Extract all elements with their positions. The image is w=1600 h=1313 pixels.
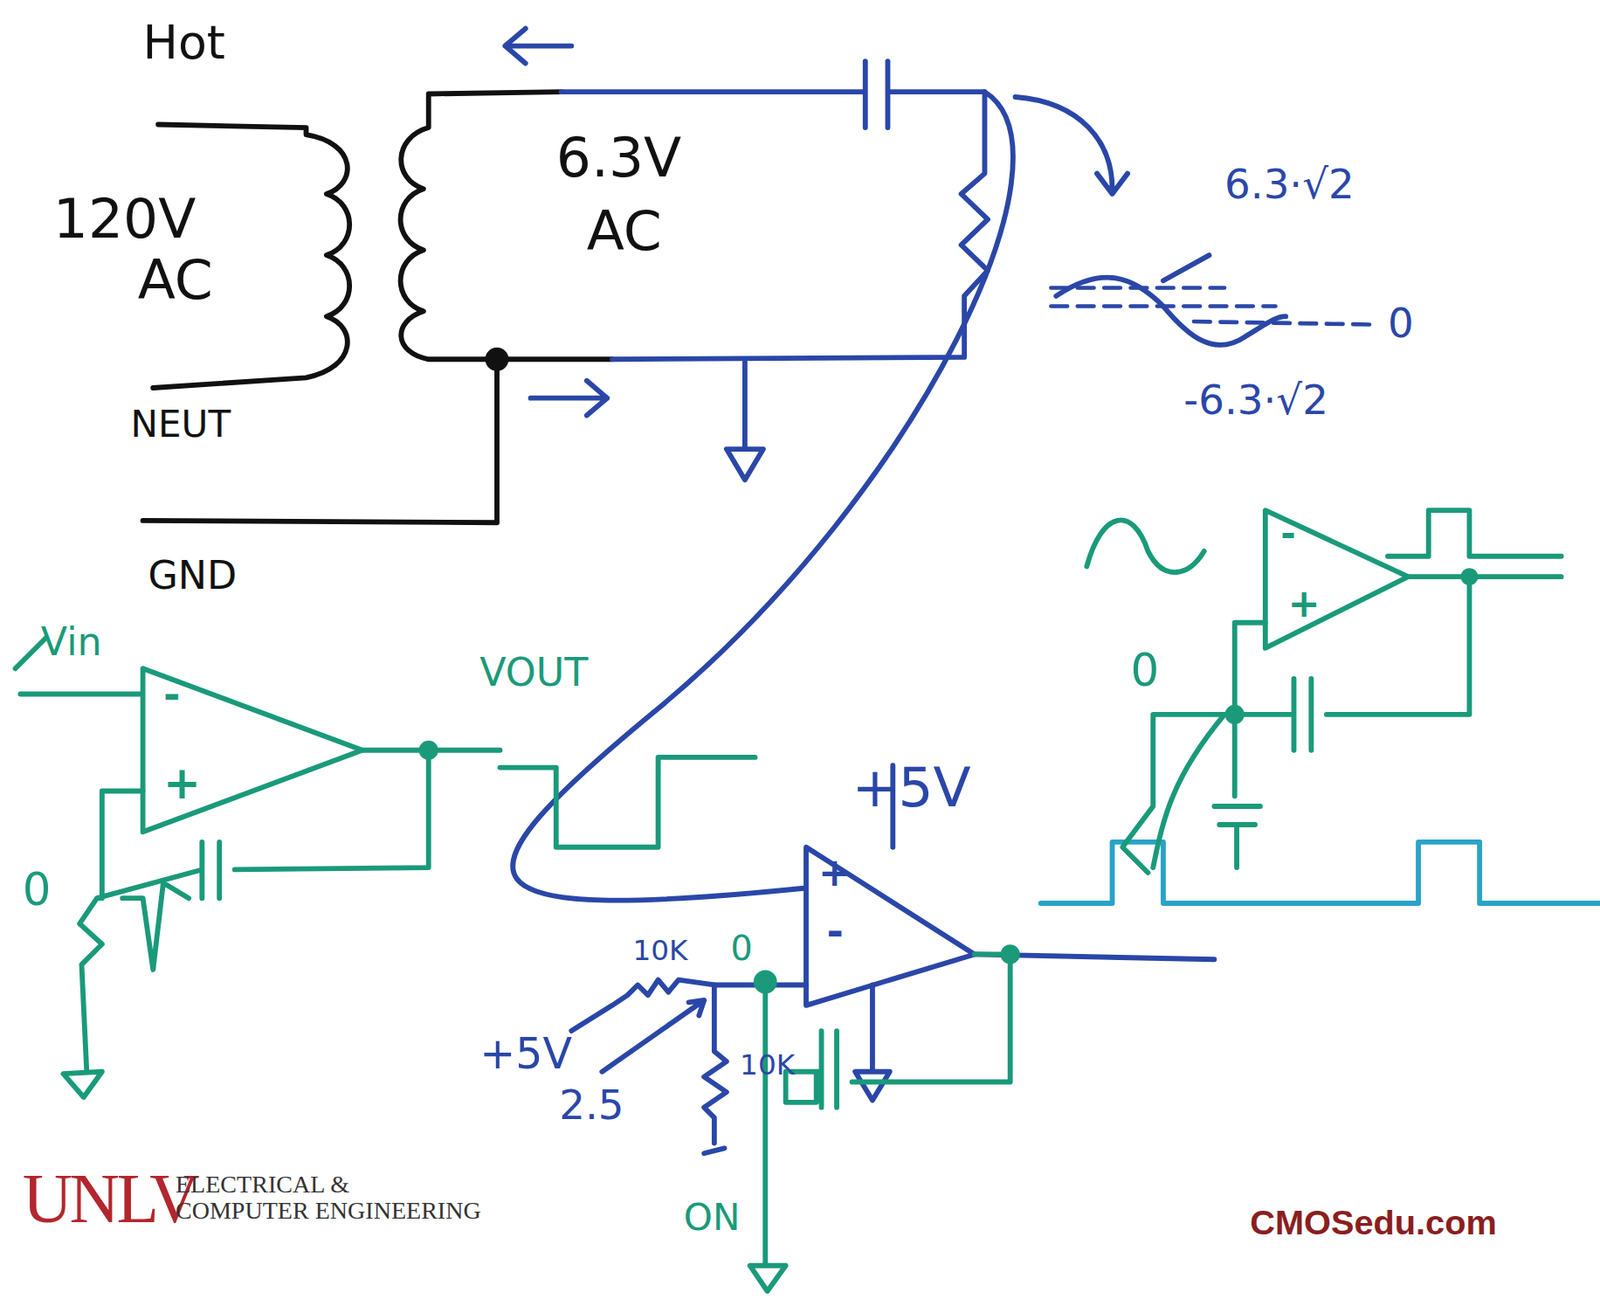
pin-sign: + <box>818 853 851 892</box>
logo-text: UNLV <box>22 1163 197 1233</box>
signal-name: Vin <box>41 622 103 662</box>
voltage-label: 6.3V <box>556 131 683 187</box>
pin-sign: - <box>826 910 843 952</box>
logo-text: ELECTRICAL & <box>175 1171 350 1196</box>
peak-label: -6.3·√2 <box>1183 379 1329 421</box>
voltage-label: 2.5 <box>558 1083 624 1125</box>
level-label: 0 <box>22 867 52 912</box>
site-watermark: CMOSedu.com <box>1249 1204 1497 1240</box>
pin-sign: - <box>1280 515 1296 552</box>
resistor-value: 10K <box>632 937 688 966</box>
peak-label: 6.3·√2 <box>1224 163 1355 205</box>
line-name: GND <box>147 556 237 595</box>
voltage-label: AC <box>586 204 663 260</box>
logo-text: COMPUTER ENGINEERING <box>175 1198 482 1223</box>
resistor-value: 10K <box>739 1050 795 1080</box>
pin-sign: - <box>163 673 180 715</box>
line-name: NEUT <box>131 406 232 443</box>
switch-label: ON <box>683 1199 741 1236</box>
level-label: 0 <box>731 931 753 966</box>
supply-label: +5V <box>479 1032 573 1076</box>
supply-label: +5V <box>852 759 972 815</box>
pin-sign: + <box>1287 583 1320 622</box>
level-label: 0 <box>1131 648 1160 693</box>
voltage-label: 120V <box>53 192 197 248</box>
signal-name: VOUT <box>479 653 588 692</box>
pin-sign: + <box>163 759 201 805</box>
line-name: Hot <box>143 18 226 66</box>
voltage-label: AC <box>137 253 214 309</box>
level-label: 0 <box>1387 302 1414 344</box>
